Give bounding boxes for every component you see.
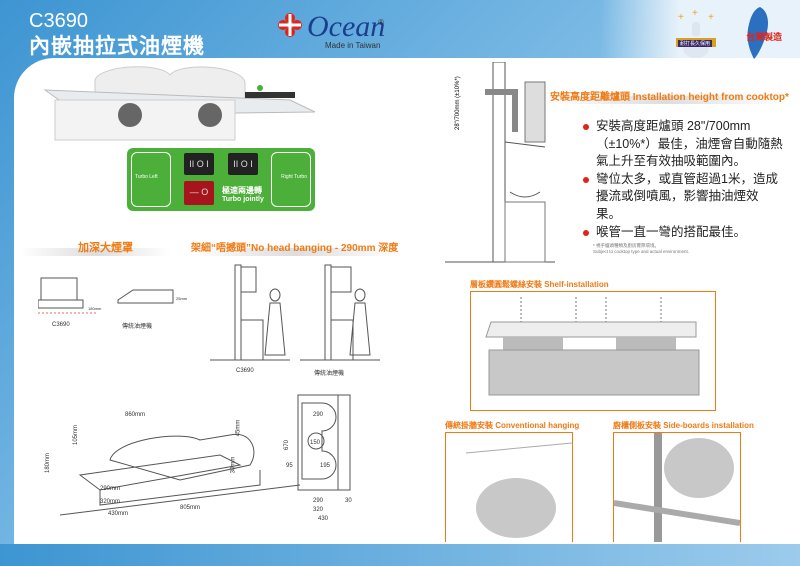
side-boards-title: 廚櫃側板安裝 Side-boards installation	[613, 421, 754, 430]
deep-hood-diagram	[38, 277, 174, 314]
turbo-jointly-en: Turbo jointly	[222, 196, 264, 203]
ocean-logo-icon	[278, 13, 302, 37]
left-switch[interactable]: II O I	[184, 153, 214, 175]
top-dim-150: 150	[310, 440, 321, 446]
shelf-installation-box	[470, 291, 716, 411]
dim-320: 320mm	[100, 499, 121, 505]
top-dim-290-bottom: 290	[313, 498, 324, 504]
top-dim-195: 195	[320, 463, 331, 469]
deep-hood-label-c3690: C3690	[52, 322, 70, 328]
dim-860: 860mm	[125, 412, 146, 418]
product-title: 內嵌抽拉式油煙機	[29, 35, 205, 58]
conventional-hanging-image	[465, 442, 572, 538]
deep-hood-label-traditional: 傳統油煙機	[122, 324, 153, 330]
turbo-right-icon	[271, 152, 311, 207]
deep-hood-dim-c3690: 180mm	[88, 306, 102, 311]
footnote-zh: * 視乎爐頭種類及廚房實際環境。	[593, 243, 660, 248]
dim-30: 30mm	[230, 456, 237, 474]
top-dim-30: 30	[345, 498, 352, 504]
isometric-dimension-drawing	[60, 433, 300, 516]
top-dim-430: 430	[318, 516, 329, 522]
taiwan-map-icon	[747, 7, 768, 59]
top-dim-670: 670	[284, 439, 291, 451]
conventional-hanging-title: 傳統掛牆安裝 Conventional hanging	[445, 421, 580, 430]
no-head-banging-diagram	[210, 264, 380, 361]
durability-badge-icon: + + +	[676, 8, 716, 58]
install-height-bullets: 安裝高度距爐頭 28"/700mm（±10%*）最佳，油煙會自動隨熱氣上升至有效…	[583, 118, 783, 241]
badge-text: 耐打長久保用	[678, 40, 713, 47]
taiwan-made-label: 台灣製造	[746, 32, 783, 42]
svg-text:+: +	[692, 8, 698, 19]
no-head-label-traditional: 傳統油煙機	[314, 371, 345, 377]
title-shadow	[190, 248, 400, 256]
install-height-title: 安裝高度距離爐頭 Installation height from cookto…	[550, 92, 789, 103]
title-shadow	[20, 248, 170, 256]
footnote-en: Subject to cooktop type and actual envir…	[593, 249, 690, 254]
dim-430: 430mm	[108, 511, 129, 517]
footnote: * 視乎爐頭種類及廚房實際環境。Subject to cooktop type …	[593, 243, 689, 255]
brand-logo: Ocean	[307, 10, 386, 43]
installation-height-diagram	[445, 62, 555, 263]
shelf-installation-title: 層板鑽圓鬆螺絲安裝 Shelf-installation	[470, 280, 609, 289]
dim-805: 805mm	[180, 505, 201, 511]
power-switch[interactable]: — O	[184, 181, 214, 205]
side-boards-box	[613, 432, 741, 542]
footer-bar	[0, 544, 800, 566]
dim-45: 45mm	[235, 419, 242, 437]
top-dim-95: 95	[286, 463, 293, 469]
dim-290: 290mm	[100, 486, 121, 492]
dim-105: 105mm	[73, 424, 80, 446]
registered-mark: ®	[378, 18, 384, 27]
svg-text:+: +	[708, 12, 714, 23]
top-dim-290: 290	[313, 412, 324, 418]
right-switch[interactable]: II O I	[228, 153, 258, 175]
no-head-banging-title: 架細“唔撼頭”No head banging - 290mm 深度	[191, 243, 399, 254]
made-in-taiwan: Made in Taiwan	[325, 41, 381, 50]
turbo-left-icon	[131, 152, 171, 207]
dim-180: 180mm	[45, 452, 52, 474]
deep-hood-dim-traditional: 25mm	[176, 296, 188, 301]
svg-text:+: +	[678, 12, 684, 23]
product-image	[43, 66, 316, 141]
bullet-item: 安裝高度距爐頭 28"/700mm（±10%*）最佳，油煙會自動隨熱氣上升至有效…	[583, 118, 783, 171]
model-number: C3690	[29, 10, 88, 32]
turbo-right-label: Right Turbo	[281, 174, 307, 180]
deep-hood-title: 加深大煙罩	[78, 242, 133, 254]
title-shadow	[545, 96, 785, 104]
bullet-item: 喉管一直一彎的搭配最佳。	[583, 224, 783, 242]
turbo-left-label: Turbo Left	[135, 174, 158, 180]
top-view-drawing	[297, 394, 351, 491]
turbo-jointly-zh: 極速兩邊轉	[222, 186, 262, 195]
height-dim-label: 28"/700mm (±10%*)	[455, 76, 461, 130]
conventional-hanging-box	[445, 432, 573, 542]
top-dim-320: 320	[313, 507, 324, 513]
side-boards-image	[614, 433, 740, 542]
control-panel: Turbo Left Right Turbo II O I II O I — O…	[127, 148, 315, 211]
bullet-item: 彎位太多，或直管超過1米，造成擾流或倒噴風，影響抽油煙效果。	[583, 171, 783, 224]
no-head-label-c3690: C3690	[236, 368, 254, 374]
shelf-installation-image	[485, 297, 700, 396]
